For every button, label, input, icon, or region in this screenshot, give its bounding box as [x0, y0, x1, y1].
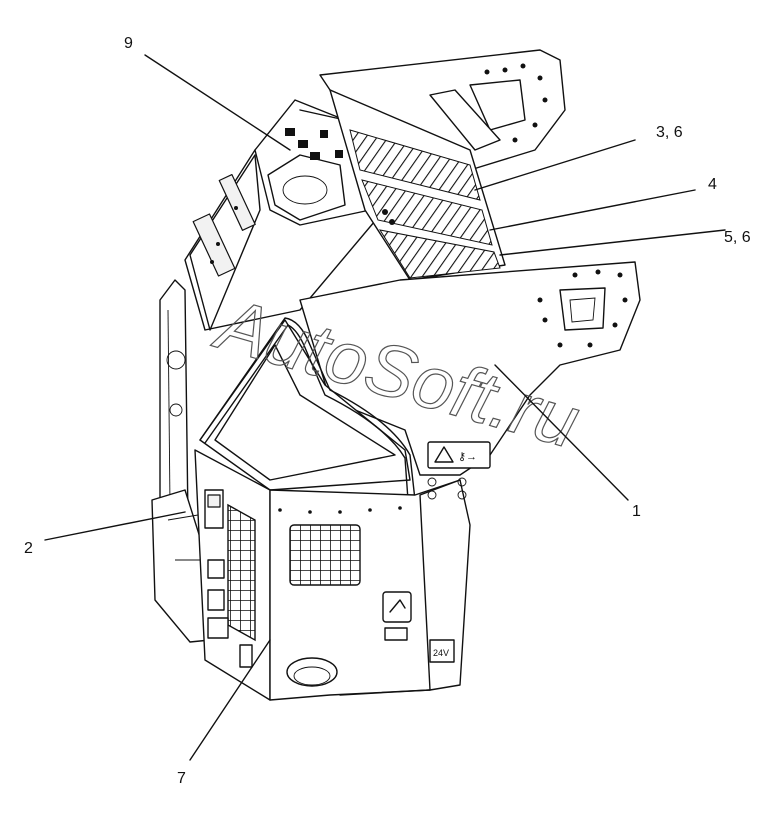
main-cab-body: 24V: [194, 317, 471, 701]
callout-5-6: 5, 6: [724, 229, 751, 246]
leader-5-6: [499, 229, 726, 256]
callout-9: 9: [124, 35, 133, 52]
callout-4: 4: [708, 176, 717, 193]
upper-bracket-top: [319, 49, 566, 171]
leader-1: [494, 364, 629, 501]
leader-4: [489, 189, 696, 231]
callout-3-6: 3, 6: [656, 124, 683, 141]
control-box: [254, 99, 371, 226]
leader-9: [144, 54, 291, 151]
leader-3-6: [474, 139, 636, 191]
leader-lines: [44, 54, 726, 761]
panel-marking: 24V: [433, 648, 449, 658]
callout-7: 7: [177, 770, 186, 787]
leader-2: [44, 511, 186, 541]
front-bracket-plate: ⚷→: [299, 261, 641, 476]
stepped-tray: [329, 89, 506, 281]
callout-1: 1: [632, 503, 641, 520]
svg-text:⚷→: ⚷→: [458, 451, 477, 463]
callout-2: 2: [24, 540, 33, 557]
leader-7: [189, 639, 271, 761]
